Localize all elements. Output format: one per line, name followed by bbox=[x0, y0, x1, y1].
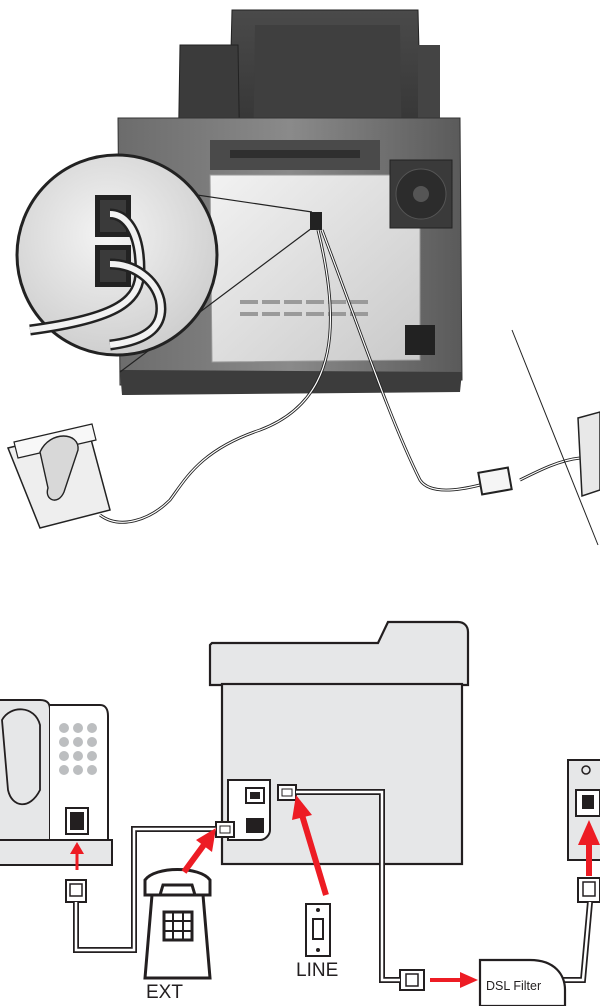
ext-label: EXT bbox=[146, 982, 183, 1004]
dsl-filter-top bbox=[478, 468, 511, 495]
arrow-to-ext-port bbox=[184, 828, 216, 872]
ext-phone-icon bbox=[145, 870, 210, 979]
line-label: LINE bbox=[296, 960, 338, 982]
telephone-schematic bbox=[0, 700, 112, 865]
wall-jack-top bbox=[578, 412, 600, 496]
line-wall-plate-icon bbox=[306, 904, 330, 956]
telephone-top bbox=[8, 424, 110, 528]
arrow-to-dsl-filter bbox=[430, 972, 478, 988]
dsl-filter-label: DSL Filter bbox=[486, 979, 541, 993]
printer-schematic bbox=[210, 622, 468, 864]
